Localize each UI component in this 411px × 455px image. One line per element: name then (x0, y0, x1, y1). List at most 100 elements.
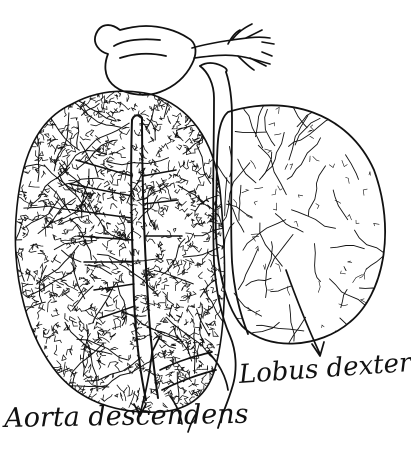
tissue-texture-stroke (208, 168, 211, 179)
tissue-texture-stroke (54, 345, 57, 355)
tissue-texture-stroke (45, 346, 47, 349)
vessel-branch-stroke (308, 166, 325, 216)
tissue-texture-stroke (140, 146, 148, 154)
tissue-texture-stroke (19, 153, 24, 157)
tissue-texture-stroke (222, 336, 225, 341)
tissue-texture-stroke (310, 136, 314, 138)
tissue-texture-stroke (346, 328, 348, 332)
vessel-branch-stroke (5, 107, 25, 126)
tissue-texture-stroke (108, 251, 115, 255)
tissue-texture-stroke (172, 113, 181, 117)
tissue-texture-stroke (24, 100, 30, 106)
tissue-texture-stroke (218, 154, 223, 163)
tissue-texture-stroke (40, 250, 45, 253)
tissue-texture-stroke (109, 98, 114, 104)
tissue-texture-stroke (113, 327, 120, 330)
tissue-texture-stroke (17, 377, 24, 385)
tissue-texture-stroke (195, 109, 200, 113)
tissue-texture-stroke (69, 93, 79, 98)
tissue-texture-stroke (23, 233, 27, 236)
tissue-texture-stroke (21, 250, 23, 257)
tissue-texture-stroke (298, 195, 302, 198)
tissue-texture-stroke (27, 396, 32, 399)
tissue-texture-stroke (205, 213, 211, 217)
tissue-texture-stroke (224, 137, 230, 142)
tissue-texture-stroke (34, 354, 38, 357)
tissue-texture-stroke (99, 312, 102, 317)
tissue-texture-stroke (187, 263, 192, 270)
tissue-texture-stroke (360, 140, 365, 144)
tissue-texture-stroke (72, 321, 78, 326)
tissue-texture-stroke (204, 159, 209, 166)
vessel-branch-stroke (246, 278, 271, 285)
tissue-texture-stroke (46, 385, 51, 391)
tissue-texture-stroke (175, 189, 180, 193)
tissue-texture-stroke (127, 263, 136, 267)
tissue-texture-stroke (86, 130, 92, 136)
tissue-texture-stroke (138, 388, 140, 392)
tissue-texture-stroke (150, 106, 153, 110)
tissue-texture-stroke (167, 136, 171, 144)
tissue-texture-stroke (19, 392, 24, 397)
tissue-texture-stroke (117, 147, 125, 153)
tissue-texture-stroke (184, 319, 188, 325)
tissue-texture-stroke (35, 125, 40, 130)
tissue-texture-stroke (128, 390, 133, 396)
tissue-texture-stroke (110, 175, 113, 184)
tissue-texture-stroke (16, 381, 27, 385)
tissue-texture-stroke (141, 111, 149, 117)
tissue-texture-stroke (7, 386, 18, 390)
tissue-texture-stroke (348, 261, 352, 262)
tissue-texture-stroke (33, 212, 39, 219)
tissue-texture-stroke (163, 354, 167, 359)
tissue-texture-stroke (353, 275, 363, 283)
tissue-texture-stroke (111, 121, 115, 125)
tissue-texture-stroke (171, 344, 176, 346)
tissue-texture-stroke (117, 385, 125, 393)
tissue-texture-stroke (106, 112, 110, 116)
vessel-branch-stroke (0, 240, 22, 245)
tissue-texture-stroke (308, 130, 313, 132)
tissue-texture-stroke (117, 120, 121, 122)
tissue-texture-stroke (26, 106, 32, 110)
tissue-texture-stroke (178, 237, 181, 242)
vessel-branch-stroke (238, 249, 258, 290)
tissue-texture-stroke (26, 364, 31, 370)
tissue-texture-stroke (32, 108, 37, 114)
tissue-texture-stroke (189, 128, 194, 134)
tissue-texture-stroke (179, 396, 188, 400)
vessel-branch-stroke (36, 101, 80, 150)
tissue-texture-stroke (177, 304, 184, 308)
tissue-texture-stroke (37, 384, 46, 387)
vessel-branch-stroke (194, 329, 196, 374)
tissue-texture-stroke (43, 99, 51, 104)
tissue-texture-stroke (335, 200, 341, 203)
tissue-texture-stroke (179, 92, 185, 97)
tissue-texture-stroke (218, 148, 221, 158)
tissue-texture-stroke (26, 377, 31, 389)
tissue-texture-stroke (344, 266, 347, 270)
tissue-texture-stroke (198, 272, 202, 278)
vessel-branch-stroke (262, 133, 284, 177)
tissue-texture-stroke (264, 264, 266, 270)
tissue-texture-stroke (43, 370, 47, 376)
tissue-texture-stroke (115, 95, 118, 100)
tissue-texture-stroke (30, 103, 42, 108)
tissue-texture-stroke (186, 344, 190, 349)
tissue-texture-stroke (128, 203, 137, 207)
vessel-branch-stroke (200, 279, 216, 297)
tissue-texture-stroke (62, 395, 67, 401)
vessel-branch-stroke (265, 109, 275, 145)
tissue-texture-stroke (199, 122, 204, 124)
tissue-texture-stroke (132, 108, 136, 111)
vessel-branch-stroke (97, 254, 162, 261)
vessel-branch-stroke (65, 322, 112, 354)
tissue-texture-stroke (26, 367, 28, 373)
tissue-texture-stroke (43, 369, 53, 373)
tissue-texture-stroke (41, 89, 46, 94)
tissue-texture-stroke (167, 357, 174, 359)
tissue-texture-stroke (191, 223, 197, 228)
tissue-texture-stroke (19, 324, 23, 326)
tissue-texture-stroke (210, 225, 212, 231)
tissue-texture-stroke (67, 230, 72, 234)
